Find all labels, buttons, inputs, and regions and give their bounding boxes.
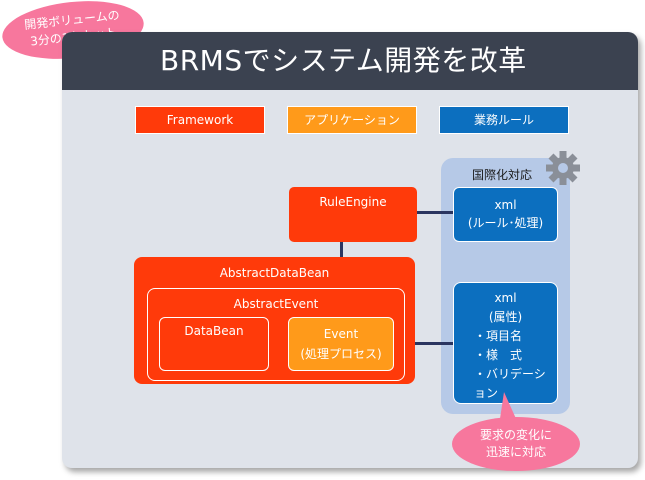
- rule-engine-label: RuleEngine: [319, 195, 387, 209]
- legend-business-rule: 業務ルール: [439, 106, 569, 134]
- data-bean-box: [159, 317, 269, 371]
- callout-line: 迅速に対応: [485, 445, 546, 459]
- legend-application: アプリケーション: [287, 106, 417, 134]
- gear-icon: [546, 151, 580, 185]
- connector-event-xml: [393, 342, 453, 345]
- rule-engine-box: RuleEngine: [289, 187, 417, 242]
- event-sublabel: (処理プロセス): [300, 347, 382, 361]
- internationalization-label: 国際化対応: [472, 168, 533, 182]
- event-box: Event (処理プロセス): [288, 317, 394, 371]
- abstract-data-bean-label: AbstractDataBean: [219, 266, 330, 280]
- xml-attributes-box: xml (属性) ・項目名 ・様 式 ・バリデーション: [453, 282, 558, 404]
- data-bean-label: DataBean: [184, 324, 244, 338]
- page-title: BRMSでシステム開発を改革: [62, 32, 638, 90]
- connector-ruleengine-xml: [417, 211, 453, 214]
- xml-attributes-item: ・項目名: [474, 329, 523, 343]
- xml-rules-box: xml (ルール･処理): [453, 187, 558, 242]
- legend-framework: Framework: [135, 106, 265, 134]
- xml-rules-sublabel: (ルール･処理): [467, 216, 544, 230]
- event-label: Event: [323, 327, 359, 341]
- abstract-event-label: AbstractEvent: [233, 297, 319, 311]
- xml-attributes-sublabel: (属性): [488, 310, 523, 324]
- abstract-event-box: [147, 288, 405, 381]
- callout-line: 要求の変化に: [479, 428, 552, 442]
- bottom-right-callout: 要求の変化に 迅速に対応: [452, 417, 580, 471]
- xml-attributes-label: xml: [494, 291, 517, 305]
- xml-attributes-item: ・様 式: [474, 348, 523, 362]
- xml-attributes-item: ・バリデーション: [474, 367, 546, 400]
- xml-rules-label: xml: [494, 198, 517, 212]
